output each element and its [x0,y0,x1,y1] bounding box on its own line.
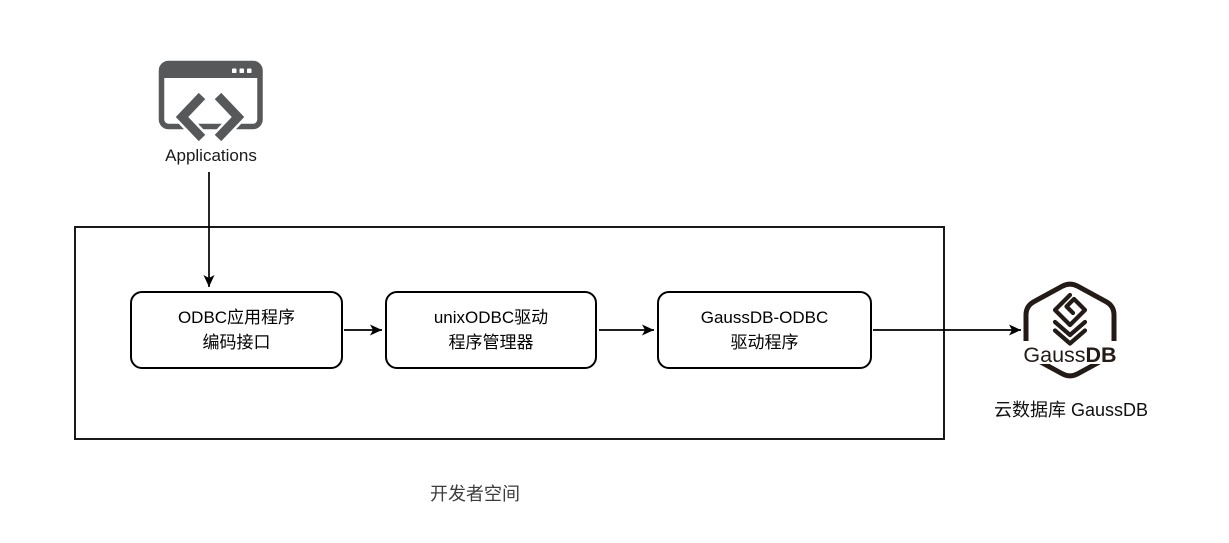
developer-space-container [74,226,945,440]
applications-label: Applications [165,146,257,165]
gaussdb-logo-wordmark-light: Gauss [1023,343,1085,367]
gaussdb-label: 云数据库 GaussDB [993,400,1149,420]
node-unixodbc-manager: unixODBC驱动 程序管理器 [385,291,597,369]
app-window-titlebar [161,63,260,78]
node-gaussdb-odbc-driver-line2: 驱动程序 [730,333,799,352]
node-odbc-api: ODBC应用程序 编码接口 [130,291,343,369]
gaussdb-hexagon-layers-logo: GaussDB [1018,281,1122,379]
node-odbc-api-line1: ODBC应用程序 [177,308,296,327]
gaussdb-logo-wordmark-bold: DB [1086,343,1117,367]
node-unixodbc-manager-line2: 程序管理器 [448,333,534,352]
gaussdb-hexagon-outline [1023,281,1117,379]
node-unixodbc-manager-line1: unixODBC驱动 [433,308,549,327]
gaussdb-layers-glyph [1052,292,1088,346]
developer-space-caption: 开发者空间 [430,484,520,504]
node-odbc-api-line2: 编码接口 [202,333,271,352]
gaussdb-logo-wordmark: GaussDB [1023,343,1116,367]
code-window-icon [158,60,263,143]
node-gaussdb-odbc-driver: GaussDB-ODBC 驱动程序 [657,291,872,369]
app-window-titlebar-dots [232,68,252,73]
code-brackets-glyph [172,91,248,143]
node-gaussdb-odbc-driver-line1: GaussDB-ODBC [700,308,829,327]
gaussdb-text-band [1018,341,1122,364]
